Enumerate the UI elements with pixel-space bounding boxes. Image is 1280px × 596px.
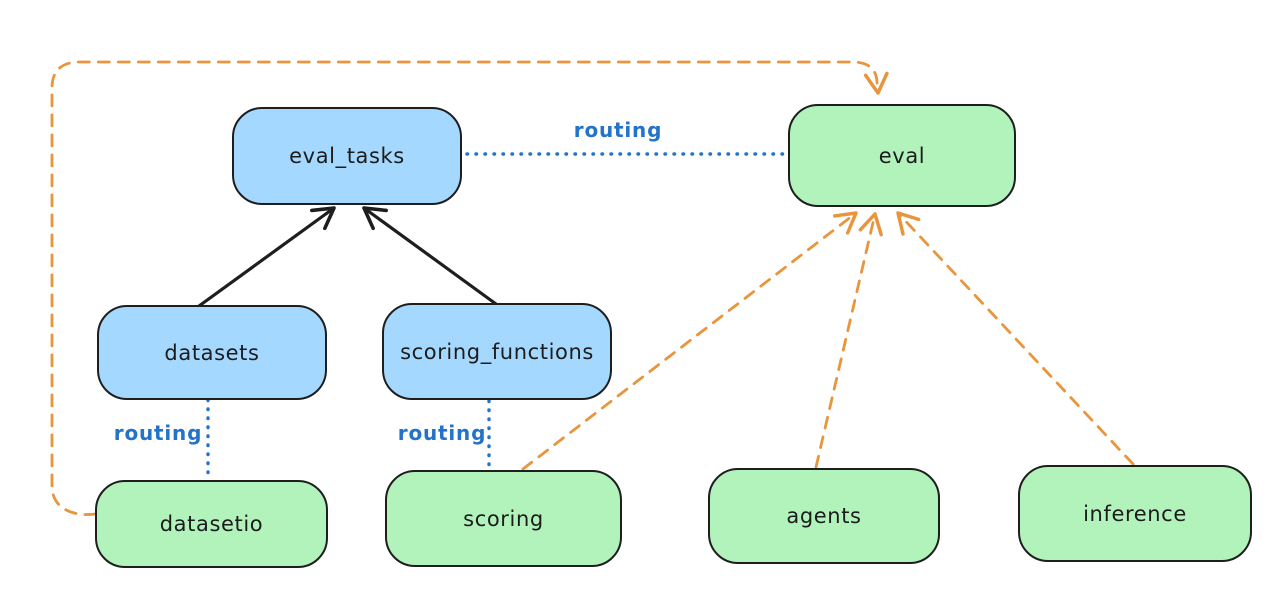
edge-datasetio-to-eval [50,60,889,516]
node-datasetio: datasetio [95,480,328,568]
edge-agents-to-eval [814,212,883,469]
edge-datasets-to-eval-tasks [197,206,336,308]
edge-scoring-functions-to-eval-tasks [362,206,498,306]
node-datasets: datasets [97,305,327,400]
node-eval: eval [788,104,1016,207]
node-eval-tasks-label: eval_tasks [289,144,405,168]
edge-label-routing-middle: routing [397,421,487,445]
node-eval-label: eval [878,143,926,168]
node-inference: inference [1018,465,1252,562]
edge-inference-to-eval [896,211,1135,466]
node-agents-label: agents [786,504,862,528]
node-inference-label: inference [1083,501,1187,526]
edge-label-routing-top: routing [573,118,663,142]
node-scoring-functions: scoring_functions [382,303,612,400]
node-scoring: scoring [385,470,622,567]
node-datasets-label: datasets [164,340,260,365]
node-eval-tasks: eval_tasks [232,107,462,205]
edge-label-routing-left: routing [113,421,203,445]
node-scoring-functions-label: scoring_functions [400,339,594,364]
node-agents: agents [708,468,940,564]
node-datasetio-label: datasetio [159,512,264,536]
node-scoring-label: scoring [463,506,544,531]
